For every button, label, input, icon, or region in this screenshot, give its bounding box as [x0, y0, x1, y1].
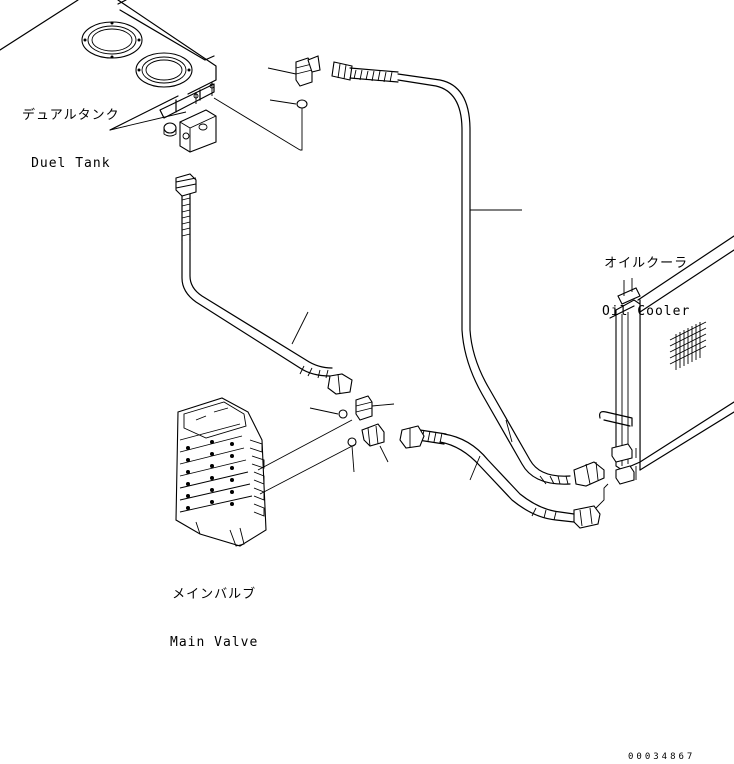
main-valve-label-en: Main Valve [170, 635, 259, 650]
oil-cooler-label-jp: オイルクーラ [604, 256, 689, 271]
hose-tank-to-cooler [331, 61, 605, 487]
oil-cooler [599, 235, 734, 485]
o-ring-valve-2 [347, 437, 357, 473]
main-valve-label-jp: メインバルブ [172, 587, 257, 602]
hose-tank-to-valve [175, 173, 353, 395]
oil-cooler-label: オイルクーラ Oil Cooler [602, 224, 690, 336]
main-valve [175, 397, 357, 547]
drawing-number: 00034867 [628, 752, 696, 762]
dual-tank-label-en: Duel Tank [31, 156, 111, 171]
dual-tank-label: デュアルタンク Duel Tank [22, 76, 120, 188]
o-ring-top [269, 99, 308, 151]
oil-cooler-label-en: Oil Cooler [602, 304, 691, 319]
straight-fitting-valve [361, 423, 389, 463]
dual-tank [0, 0, 301, 153]
elbow-fitting-valve [355, 395, 395, 421]
dual-tank-label-jp: デュアルタンク [22, 108, 120, 123]
main-valve-label: メインバルブ Main Valve [170, 555, 258, 667]
o-ring-valve-1 [309, 407, 348, 419]
elbow-fitting [267, 55, 321, 87]
hose-cooler-to-valve [399, 425, 609, 529]
